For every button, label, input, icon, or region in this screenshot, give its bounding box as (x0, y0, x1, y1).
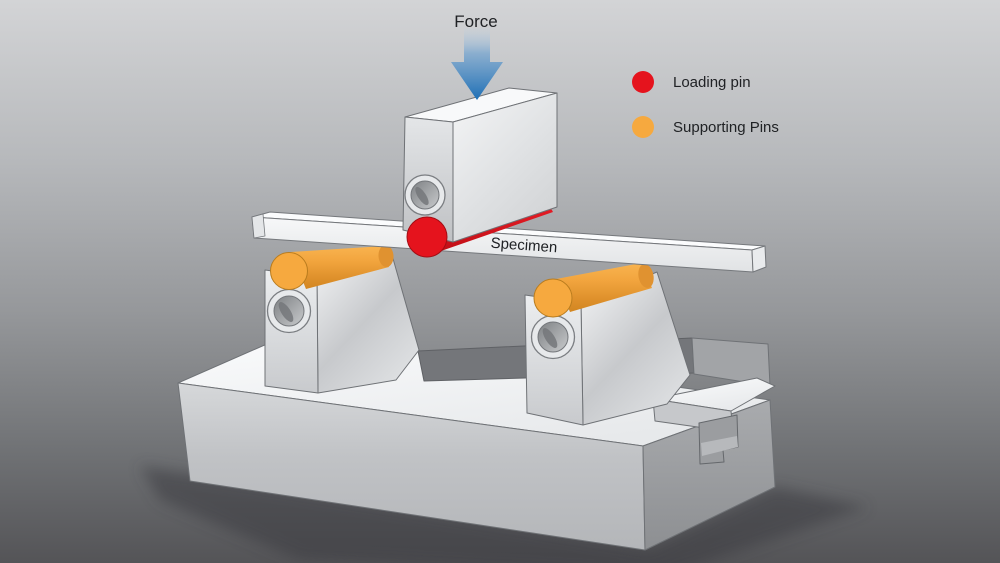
legend-item-supporting-pins: Supporting Pins (632, 116, 779, 138)
left-support-block (264, 247, 420, 394)
loading-pin-face (406, 216, 448, 258)
right-support-hole (530, 314, 576, 360)
right-supporting-pin-body (556, 263, 652, 312)
base-corner-notch-floor (701, 436, 738, 456)
right-support-block (524, 271, 691, 426)
legend-supporting-pins-label: Supporting Pins (673, 119, 779, 136)
loading-head-hole (404, 174, 446, 216)
left-supporting-pin-body (291, 246, 389, 289)
specimen-beam: Specimen (251, 211, 767, 273)
right-supporting-pin-face (533, 278, 573, 318)
legend: Loading pin Supporting Pins (632, 71, 779, 138)
legend-loading-pin-label: Loading pin (673, 74, 751, 91)
specimen-right-end (751, 245, 767, 273)
specimen-left-end (251, 213, 266, 239)
left-support-hole (266, 288, 312, 334)
loading-head-block (402, 87, 558, 243)
floor-shadow (140, 466, 868, 563)
legend-item-loading-pin: Loading pin (632, 71, 751, 93)
right-supporting-pin-end (638, 264, 654, 288)
supporting-pin-swatch-icon (632, 116, 654, 138)
left-supporting-pin-face (270, 252, 308, 290)
force-arrow-down-icon (451, 28, 503, 100)
specimen-label: Specimen (490, 235, 558, 257)
left-supporting-pin-end (378, 245, 394, 267)
left-supporting-pin (270, 245, 394, 290)
loading-pin-swatch-icon (632, 71, 654, 93)
right-supporting-pin (533, 263, 654, 318)
force-label: Force (454, 12, 497, 31)
force-annotation: Force (451, 12, 503, 100)
